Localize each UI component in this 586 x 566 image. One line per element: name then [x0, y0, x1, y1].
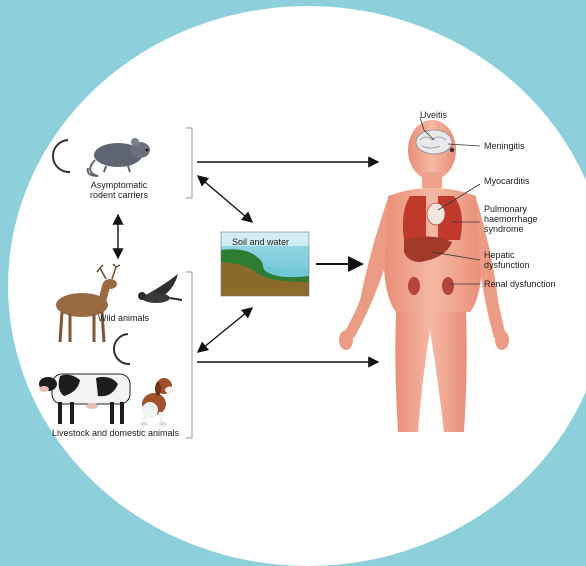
meningitis-label: Meningitis [484, 141, 544, 151]
heart-organ [427, 203, 445, 225]
wild-animals-label: Wild animals [98, 313, 158, 323]
myocarditis-label: Myocarditis [484, 176, 544, 186]
rat-icon [88, 138, 150, 176]
animals-bracket [186, 272, 192, 438]
rodent-soil-arrow [198, 176, 252, 222]
renal-label: Renal dysfunction [484, 279, 564, 289]
animals-cycle-icon [114, 334, 130, 364]
soil-water-label: Soil and water [232, 237, 302, 247]
hepatic-label: Hepatic dysfunction [484, 250, 544, 270]
animals-soil-arrow [198, 308, 252, 352]
pulmonary-label: Pulmonary haemorrhage syndrome [484, 204, 548, 234]
deer-icon [56, 264, 120, 342]
human-body [339, 120, 509, 432]
rodent-bracket [186, 128, 192, 198]
rodent-label: Asymptomatic rodent carriers [82, 180, 156, 200]
dog-icon [140, 378, 175, 426]
bird-icon [138, 274, 182, 303]
cow-icon [39, 374, 130, 424]
rodent-cycle-icon [53, 140, 70, 172]
eye-organ [450, 148, 454, 152]
brain-organ [416, 130, 452, 154]
uveitis-label: Uveitis [420, 110, 460, 120]
livestock-label: Livestock and domestic animals [52, 428, 186, 438]
